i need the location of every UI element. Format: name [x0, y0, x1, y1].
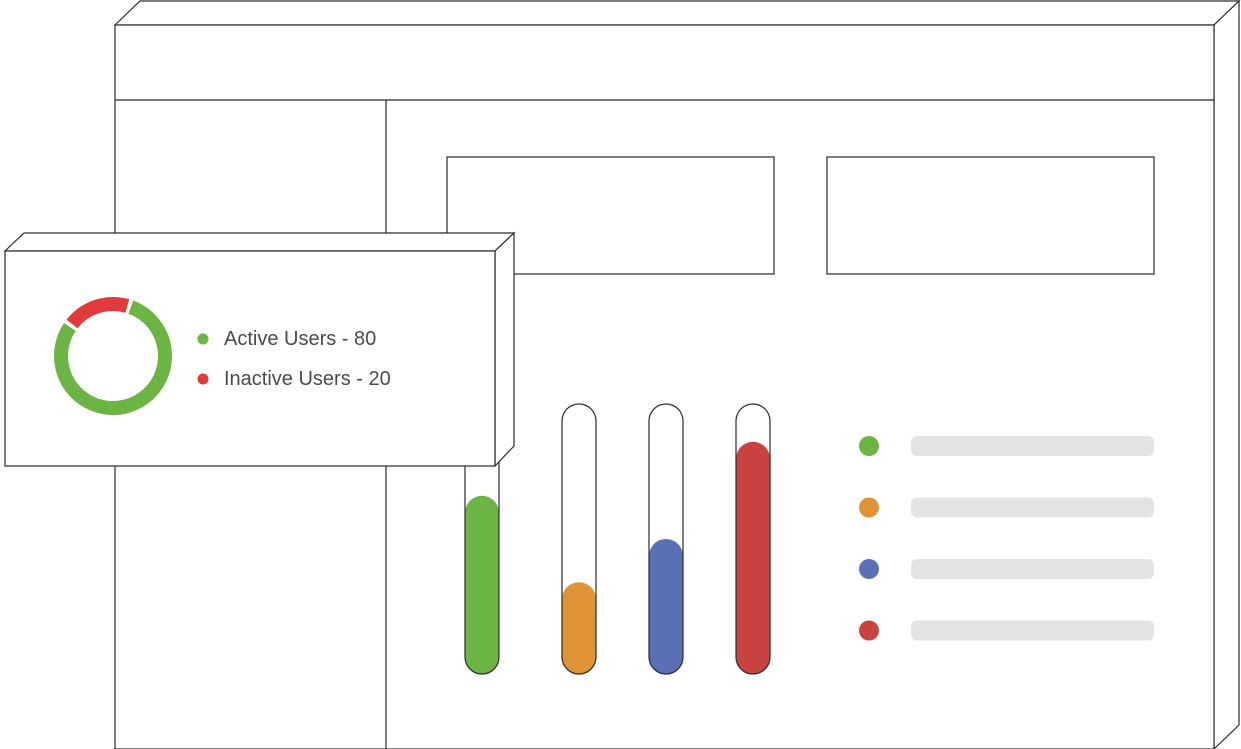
user-donut-chart [54, 297, 172, 415]
window-top-bevel [113, 0, 1241, 26]
legend-placeholder-4 [911, 620, 1154, 641]
popup-right-bevel [494, 231, 515, 468]
active-users-dot [197, 333, 209, 345]
bar-fill-3 [649, 539, 683, 674]
user-stats-popup [3, 231, 516, 468]
popup-top-bevel [3, 232, 516, 252]
donut-slice-active-users [54, 300, 172, 415]
bar-fill-2 [562, 582, 596, 674]
donut-slice-inactive-users [66, 297, 130, 329]
inactive-users-dot [197, 373, 209, 385]
bar-tube-2 [561, 403, 597, 675]
bar-tube-3 [648, 403, 684, 675]
summary-card-left [446, 156, 775, 275]
bar-chart-legend [859, 436, 1154, 641]
bar-chart [464, 403, 771, 675]
legend-dot-1 [859, 436, 879, 456]
summary-card-right [826, 156, 1155, 275]
legend-placeholder-3 [911, 559, 1154, 579]
active-users-label: Active Users - 80 [224, 328, 376, 350]
legend-placeholder-2 [911, 497, 1154, 518]
legend-dot-4 [859, 620, 879, 641]
bar-fill-1 [465, 495, 499, 674]
popup-face [4, 250, 496, 467]
donut-legend: Active Users - 80 Inactive Users - 20 [197, 328, 391, 390]
bar-tube-4 [735, 403, 771, 675]
bar-fill-4 [736, 441, 770, 674]
legend-dot-3 [859, 559, 879, 579]
legend-dot-2 [859, 497, 879, 518]
window-right-bevel [1213, 0, 1240, 749]
legend-placeholder-1 [911, 436, 1154, 456]
inactive-users-label: Inactive Users - 20 [224, 368, 391, 390]
